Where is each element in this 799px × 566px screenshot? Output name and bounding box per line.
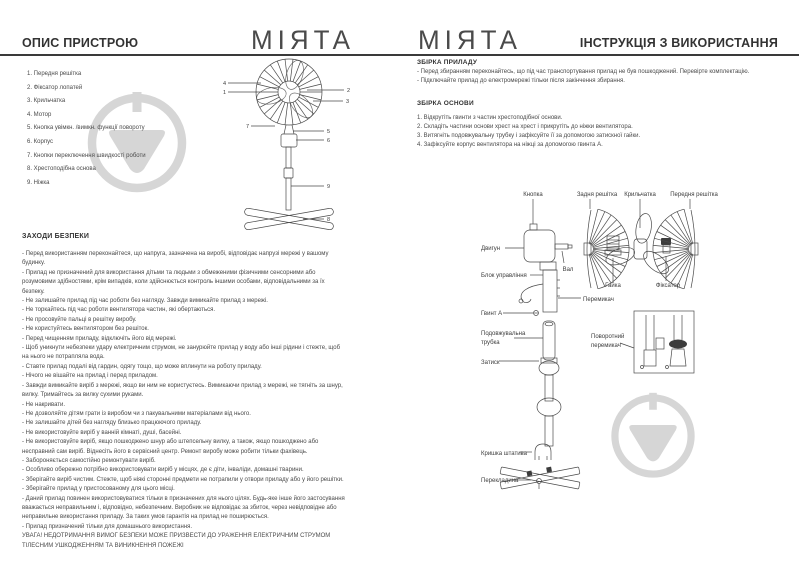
assembly-device-item: - Підключайте прилад до електромережі ті… <box>417 78 625 84</box>
safety-item: - Не дозволяйте дітям грати із виробом ч… <box>22 410 251 417</box>
safety-item: - Щоб уникнути небезпеки удару електричн… <box>22 345 341 361</box>
label-impeller: Крильчатка <box>624 192 656 198</box>
assembly-base-step: 1. Відкрутіть гвинти з частин хрестоподі… <box>417 115 563 121</box>
parts-list-item: 1. Передня решітка <box>27 71 82 77</box>
callout-6: 6 <box>327 138 330 144</box>
store-watermark-icon <box>87 92 187 193</box>
label-fixator: Фіксатор <box>656 283 681 289</box>
assembly-device-heading: ЗБІРКА ПРИЛАДУ <box>417 59 478 66</box>
parts-list-item: 7. Кнопки переключення швидкості роботи <box>27 152 146 159</box>
safety-item: - Забороняється самостійно ремонтувати в… <box>22 457 156 464</box>
callout-8: 8 <box>327 217 330 223</box>
safety-item: - Прилад не призначений для використання… <box>22 269 325 295</box>
pedestal-fan-figure: 4 1 2 3 7 5 6 9 8 <box>223 58 350 231</box>
safety-item: - Прилад призначений тільки для домашньо… <box>22 523 193 530</box>
label-motor: Двигун <box>481 246 500 252</box>
label-shaft: Вал <box>563 267 574 273</box>
callout-1: 1 <box>223 90 226 96</box>
brand-logo-right: MIЯTA <box>418 24 522 56</box>
callout-2: 2 <box>347 88 350 94</box>
safety-item: - Особливо обережно потрібно використову… <box>22 467 304 474</box>
parts-list-item: 8. Хрестоподібна основа <box>27 166 96 173</box>
safety-item: - Нічого не вішайте на прилад і перед пр… <box>22 373 158 380</box>
label-screw-a: Гвинт А <box>481 311 502 317</box>
safety-item: - Завжди вимикайте виріб з мережі, якщо … <box>22 382 343 399</box>
header-divider <box>0 54 799 56</box>
parts-list-item: 6. Корпус <box>27 138 54 145</box>
callout-4: 4 <box>223 81 226 87</box>
exploded-diagram: Кнопка Задня решітка Крильчатка Передня … <box>481 192 718 490</box>
assembly-base-step: 4. Зафіксуйте корпус вентилятора на ніжц… <box>417 142 603 148</box>
safety-item: - Не накривати. <box>22 401 66 408</box>
label-nut: Гайка <box>605 282 621 289</box>
safety-item: - Даний прилад повинен використовуватися… <box>22 495 345 521</box>
parts-list-item: 3. Крильчатка <box>27 98 66 105</box>
parts-list-item: 2. Фіксатор лопатей <box>27 84 83 91</box>
brand-logo-left: MIЯTA <box>251 24 355 56</box>
safety-item: - Не залишайте прилад під час роботи без… <box>22 298 268 305</box>
assembly-device-item: - Перед збиранням переконайтесь, що під … <box>417 69 750 75</box>
label-back-grille: Задня решітка <box>577 192 618 198</box>
assembly-base-step: 2. Складіть частини основи хрест на хрес… <box>417 124 633 130</box>
back-grille-spokes <box>588 209 629 289</box>
safety-item: - Зберігайте прилад у пристосованому для… <box>22 486 175 493</box>
front-grille-spokes <box>653 209 694 289</box>
safety-item: - Ставте прилад подалі від гардин, одягу… <box>22 363 262 370</box>
parts-list-item: 5. Кнопка увімкн. /вимкн. функції поворо… <box>27 125 145 132</box>
safety-heading: ЗАХОДИ БЕЗПЕКИ <box>22 233 90 240</box>
safety-item: - Не використовуйте виріб, якщо пошкодже… <box>22 439 319 455</box>
label-rotary-switch: перемикач <box>591 343 621 349</box>
safety-item: - Не просовуйте пальці в решітку виробу. <box>22 316 137 323</box>
label-button: Кнопка <box>523 192 543 198</box>
safety-item: - Не використовуйте виріб у ванній кімна… <box>22 429 182 436</box>
label-rotary-switch: Поворотний <box>591 333 624 340</box>
safety-item: - Зберігайте виріб чистим. Стежте, щоб н… <box>22 476 344 483</box>
store-watermark-icon <box>611 392 695 478</box>
label-crossbar: Перекладина <box>481 478 519 484</box>
assembly-device-list: - Перед збиранням переконайтесь, що під … <box>417 68 785 86</box>
grille-spokes <box>256 59 322 125</box>
right-page-title: ІНСТРУКЦІЯ З ВИКОРИСТАННЯ <box>579 36 778 50</box>
callout-9: 9 <box>327 184 330 190</box>
safety-item: - Не залишайте дітей без нагляду близько… <box>22 420 202 427</box>
label-extension-tube: Подовжувальна <box>481 331 526 337</box>
safety-warning: УВАГА! НЕДОТРИМАННЯ ВИМОГ БЕЗПЕКИ МОЖЕ П… <box>22 533 331 549</box>
callout-3: 3 <box>346 99 349 105</box>
label-switch: Перемикач <box>583 297 614 303</box>
assembly-base-step: 3. Витягніть подовжувальну трубку і зафі… <box>417 133 641 139</box>
callout-7: 7 <box>246 124 249 130</box>
label-control-unit: Блок управління <box>481 273 527 279</box>
label-front-grille: Передня решітка <box>670 192 718 198</box>
label-tripod-cover: Кришка штатива <box>481 451 528 457</box>
left-page-title: ОПИС ПРИСТРОЮ <box>22 36 139 50</box>
safety-item: - Перед використанням переконайтеся, що … <box>22 251 329 267</box>
safety-list: - Перед використанням переконайтеся, що … <box>22 250 346 551</box>
safety-item: - Не користуйтесь вентилятором без решіт… <box>22 326 149 333</box>
label-clamp: Затиск <box>481 360 500 366</box>
callout-5: 5 <box>327 129 330 135</box>
parts-list-item: 4. Мотор <box>27 111 52 118</box>
parts-list: 1. Передня решітка 2. Фіксатор лопатей 3… <box>27 68 146 190</box>
safety-item: - Не торкайтесь під час роботи вентилято… <box>22 307 216 314</box>
label-extension-tube: трубка <box>481 340 500 346</box>
assembly-base-steps: 1. Відкрутіть гвинти з частин хрестоподі… <box>417 114 785 150</box>
assembly-base-heading: ЗБІРКА ОСНОВИ <box>417 100 474 107</box>
safety-item: - Перед чищенням приладу, відключіть йог… <box>22 335 177 342</box>
parts-list-item: 9. Ніжка <box>27 179 50 186</box>
